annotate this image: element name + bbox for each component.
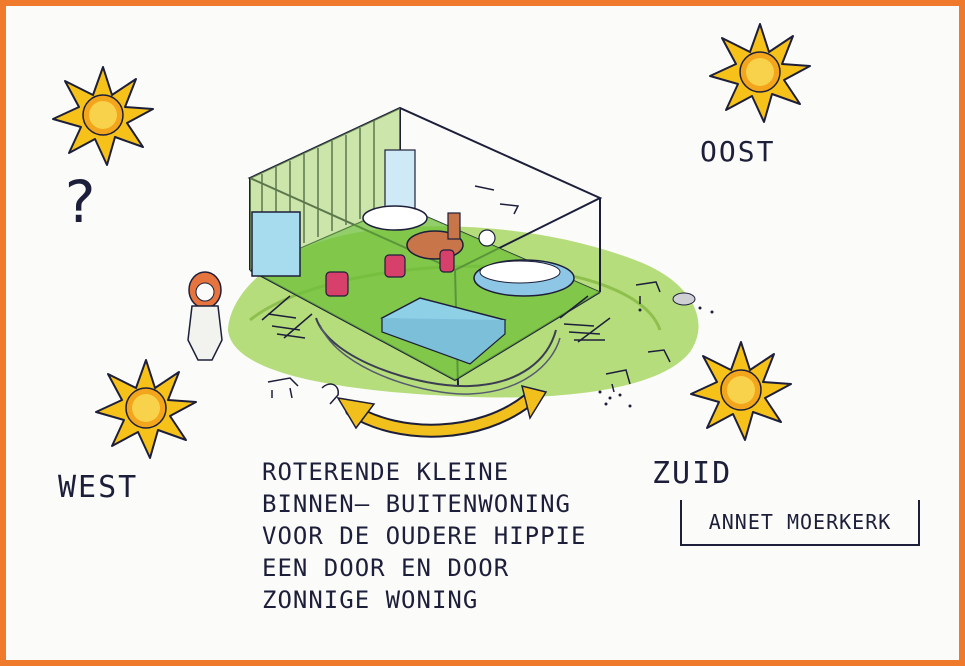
- bowl-icon: [672, 292, 696, 306]
- caption-text: ROTERENDE KLEINE BINNEN— BUITENWONING VO…: [262, 456, 586, 616]
- caption-line-2: BINNEN— BUITENWONING: [262, 490, 571, 518]
- rotation-arrow-icon: [336, 384, 548, 438]
- bathtub-icon: [473, 229, 575, 297]
- caption-line-4: EEN DOOR EN DOOR: [262, 554, 510, 582]
- caption-line-5: ZONNIGE WONING: [262, 586, 479, 614]
- rotating-base-icon: [315, 317, 561, 395]
- caption-line-3: VOOR DE OUDERE HIPPIE: [262, 522, 587, 550]
- sun-icon-south: [690, 341, 792, 441]
- question-mark: ?: [62, 168, 99, 236]
- signature-box: ANNET MOERKERK: [680, 500, 920, 546]
- signature-text: ANNET MOERKERK: [708, 510, 892, 534]
- cabinet-icon: [251, 211, 301, 277]
- sun-icon-west: [95, 359, 197, 459]
- stairs-icon: [261, 295, 611, 343]
- direction-label-oost: OOST: [700, 135, 776, 168]
- sun-icon-east: [709, 23, 811, 123]
- sketch-dots: [598, 306, 714, 408]
- sun-icon-northwest: [52, 66, 154, 166]
- shower-icon: [362, 149, 428, 231]
- bed-icon: [380, 297, 507, 365]
- person-icon: [187, 271, 223, 361]
- direction-label-west: WEST: [58, 470, 139, 505]
- chair-icon: [325, 249, 455, 297]
- dog-icon: [267, 185, 671, 405]
- caption-line-1: ROTERENDE KLEINE: [262, 458, 510, 486]
- house-floor: [250, 205, 600, 380]
- direction-label-zuid: ZUID: [652, 456, 733, 491]
